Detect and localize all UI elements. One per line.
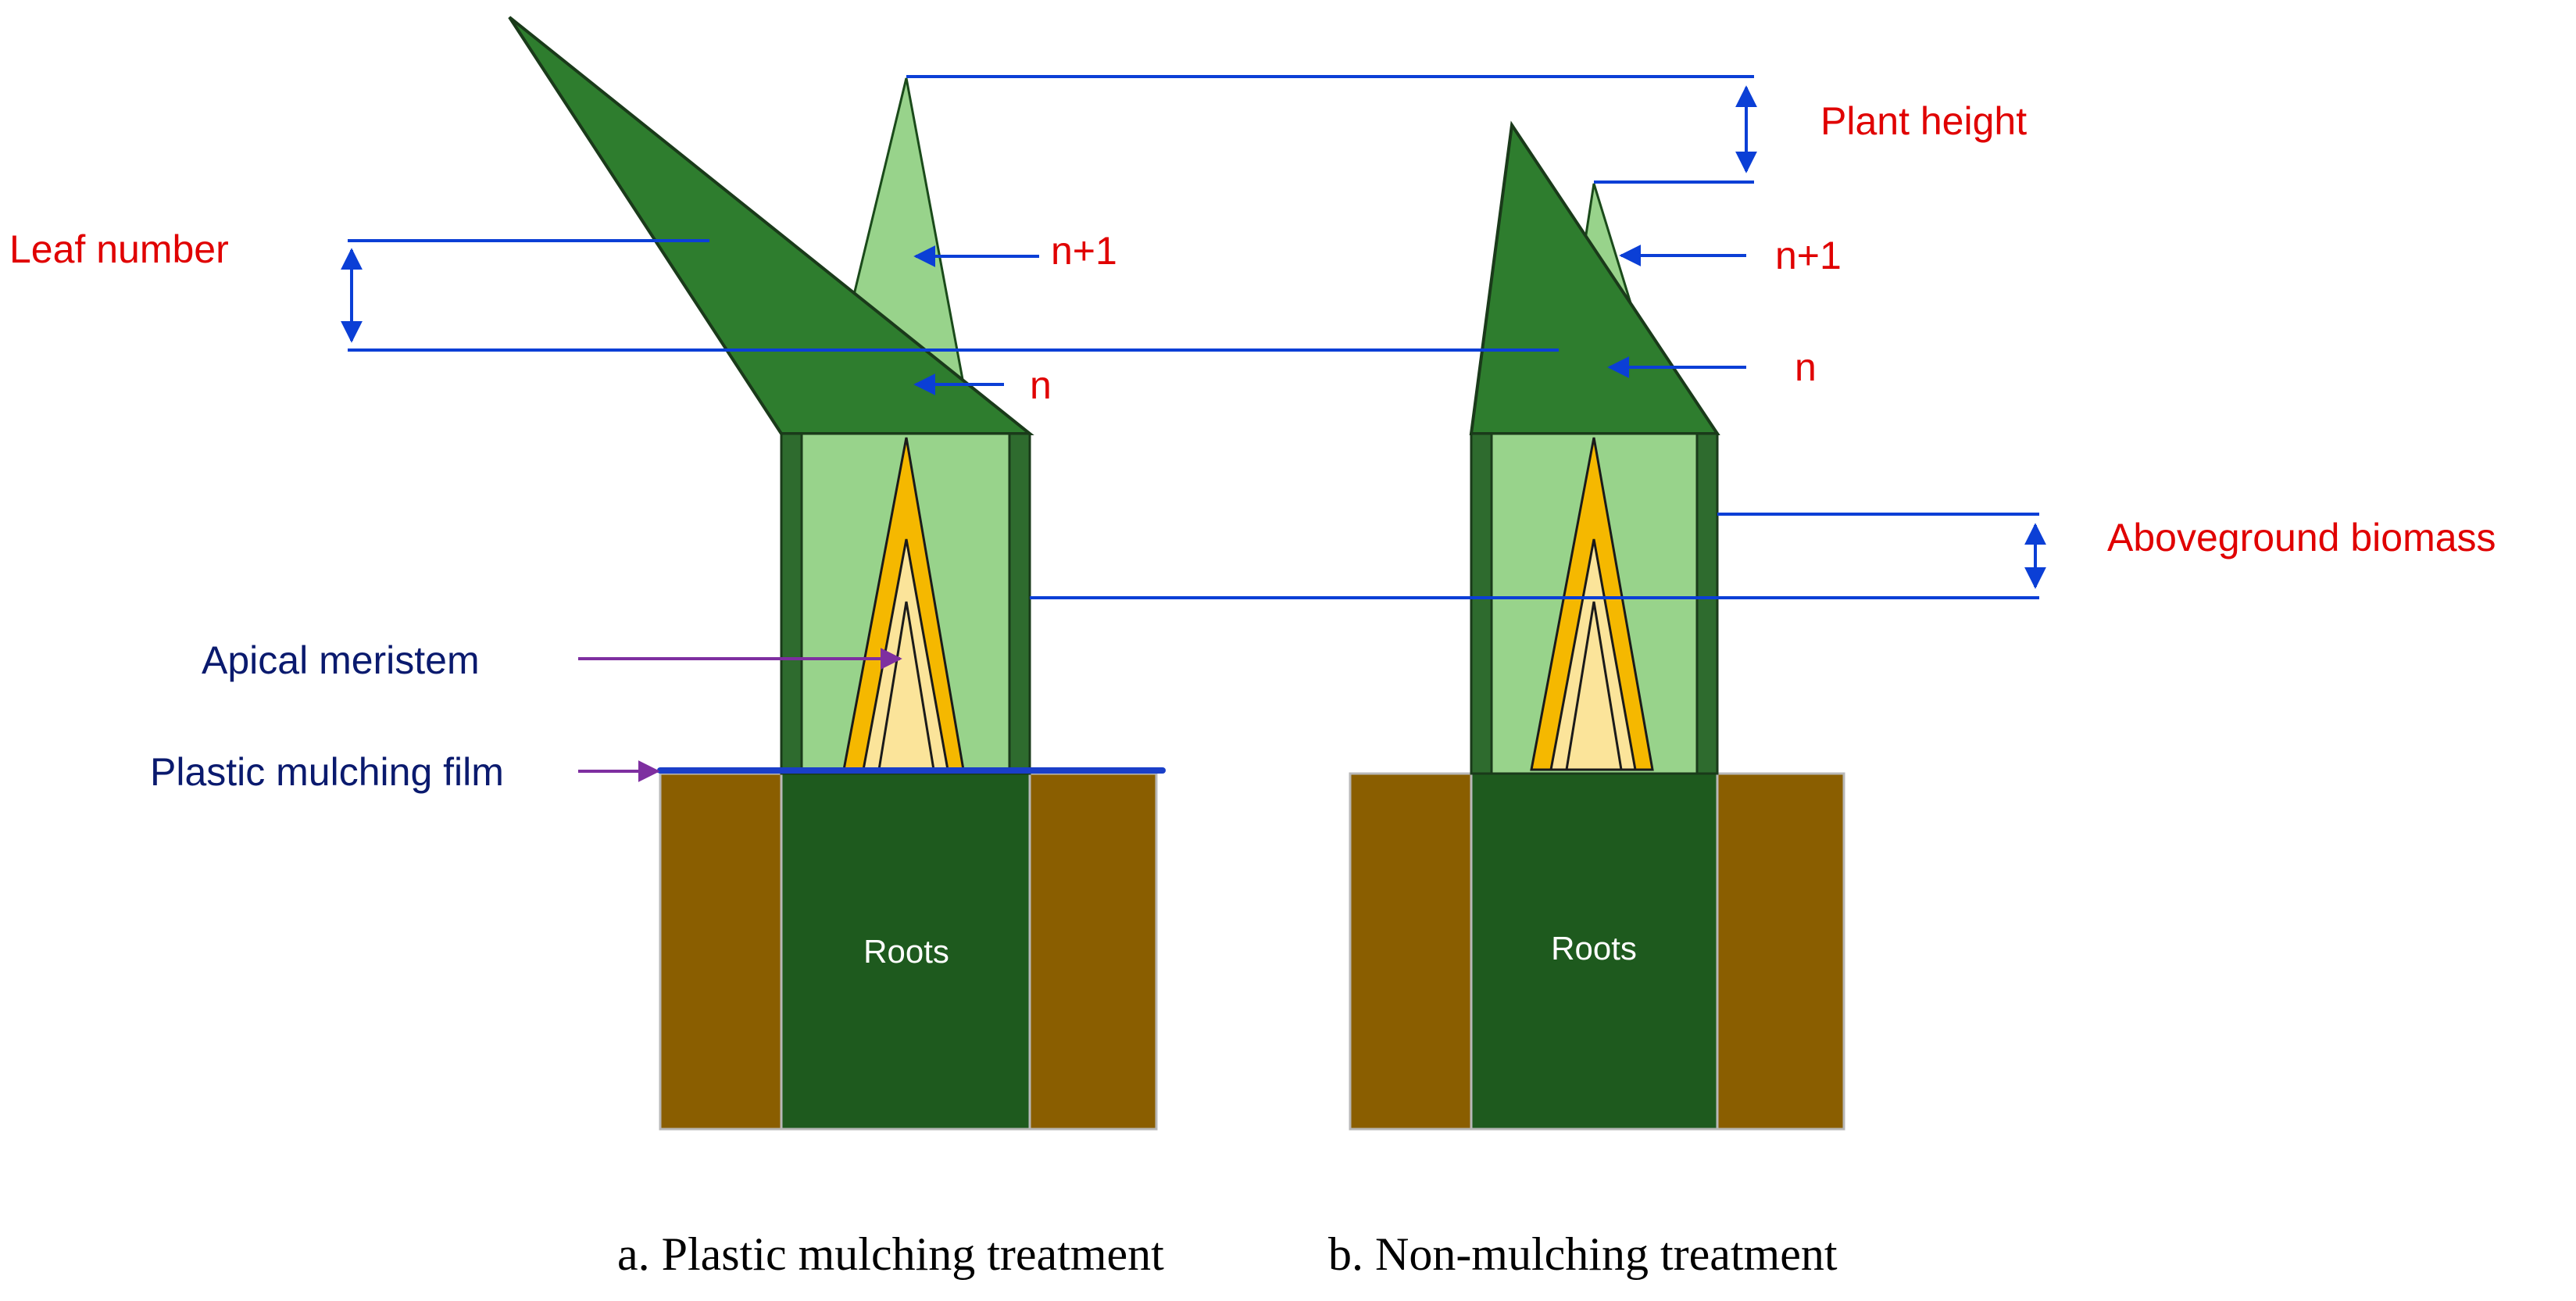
apical-meristem-label: Apical meristem xyxy=(202,638,480,682)
caption-b: b. Non-mulching treatment xyxy=(1328,1228,1838,1280)
stem-left-sheath-a xyxy=(780,432,803,775)
roots-block-b xyxy=(1470,772,1719,1131)
leaf-number-label: Leaf number xyxy=(9,227,229,271)
stem-right-sheath-a xyxy=(1008,432,1031,775)
aboveground-biomass-label: Aboveground biomass xyxy=(2107,516,2496,559)
soil-left-b xyxy=(1349,772,1473,1131)
n-label-b: n xyxy=(1795,345,1817,389)
plant-a: Roots xyxy=(508,16,1166,1131)
n-plus-1-label-b: n+1 xyxy=(1775,234,1842,277)
n-plus-1-label-a: n+1 xyxy=(1051,229,1117,273)
leaf-n-a xyxy=(508,16,1034,435)
roots-label-b: Roots xyxy=(1551,930,1637,967)
n-label-a: n xyxy=(1030,363,1052,407)
meristem-inner-b xyxy=(1565,601,1623,771)
stem-right-sheath-b xyxy=(1695,432,1719,775)
soil-right-a xyxy=(1028,772,1158,1131)
plant-b: Roots xyxy=(1349,120,1845,1131)
roots-label-a: Roots xyxy=(863,933,949,970)
caption-a: a. Plastic mulching treatment xyxy=(617,1228,1164,1280)
leaf-n-b xyxy=(1469,120,1720,435)
roots-block-a xyxy=(780,772,1031,1131)
annotations xyxy=(341,75,2046,599)
soil-left-a xyxy=(659,772,783,1131)
stem-left-sheath-b xyxy=(1470,432,1493,775)
plant-height-label: Plant height xyxy=(1820,99,2027,143)
plastic-mulching-film-label: Plastic mulching film xyxy=(150,750,504,794)
soil-right-b xyxy=(1716,772,1845,1131)
